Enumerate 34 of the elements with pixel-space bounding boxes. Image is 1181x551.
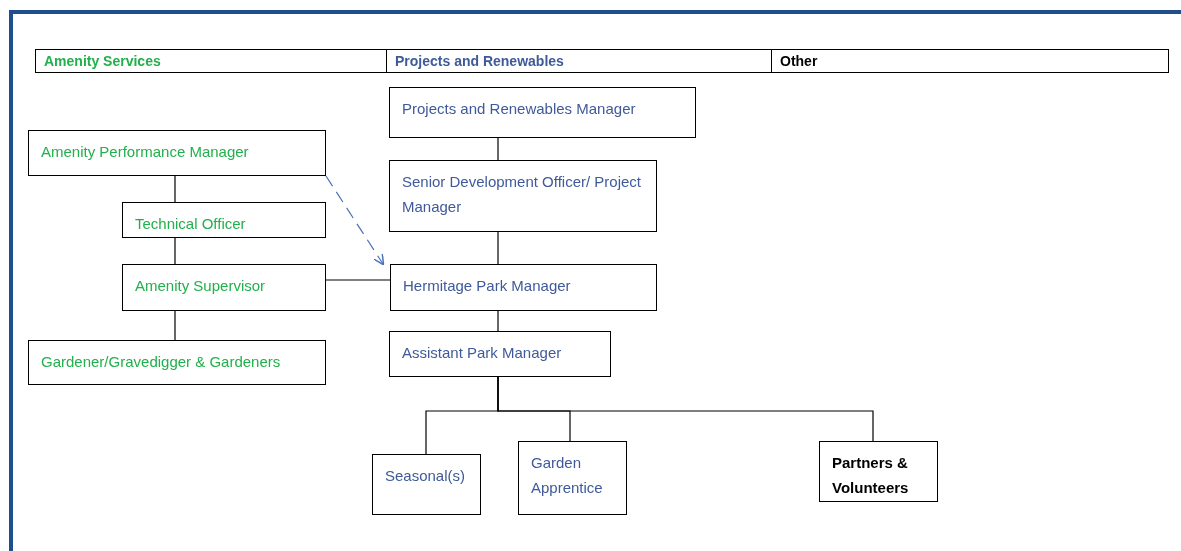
role-title: Technical Officer — [135, 214, 247, 234]
role-title: Gardener/Gravedigger & Gardeners — [41, 352, 282, 372]
role-box — [122, 202, 326, 238]
connector-line — [174, 237, 176, 265]
role-box — [518, 441, 627, 515]
connector-line — [325, 279, 391, 281]
role-title: Assistant Park Manager — [402, 343, 563, 363]
header-cell: Projects and Renewables — [386, 49, 772, 73]
connector-line — [497, 137, 499, 161]
role-title: Partners & Volunteers — [832, 453, 910, 498]
connector-line — [174, 310, 176, 341]
role-box — [389, 331, 611, 377]
role-box — [389, 87, 696, 138]
role-title: Amenity Performance Manager — [41, 142, 250, 162]
arrow — [325, 175, 385, 266]
role-title: Garden Apprentice — [531, 453, 604, 498]
role-box — [122, 264, 326, 311]
connector-line — [497, 376, 874, 442]
header-cell: Amenity Services — [35, 49, 387, 73]
role-box — [28, 340, 326, 385]
role-title: Hermitage Park Manager — [403, 276, 572, 296]
role-box — [390, 264, 657, 311]
role-title: Senior Development Officer/ Project Manager — [402, 172, 642, 217]
role-box — [372, 454, 481, 515]
connector-line — [497, 231, 499, 265]
role-box — [389, 160, 657, 232]
role-title: Amenity Supervisor — [135, 276, 267, 296]
role-title: Projects and Renewables Manager — [402, 99, 637, 119]
connector-line — [174, 175, 176, 203]
role-box — [819, 441, 938, 502]
connector-line — [497, 310, 499, 332]
role-box — [28, 130, 326, 176]
role-title: Seasonal(s) — [385, 466, 467, 486]
header-cell: Other — [771, 49, 1169, 73]
